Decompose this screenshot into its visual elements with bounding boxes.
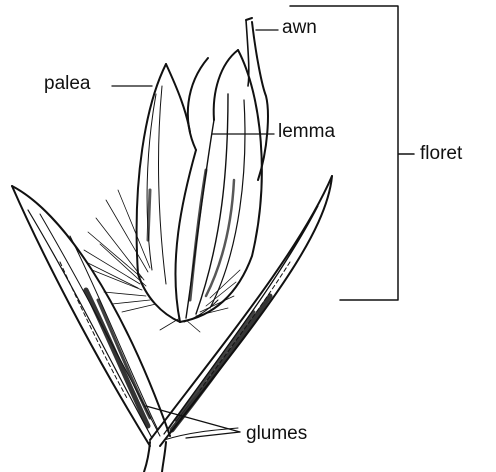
left-glume	[12, 186, 170, 446]
label-palea: palea	[44, 74, 91, 93]
awn	[246, 18, 268, 180]
label-glumes: glumes	[246, 424, 307, 443]
lemma	[175, 50, 261, 322]
palea	[137, 64, 190, 322]
stem	[144, 442, 166, 472]
floret-bracket	[290, 6, 414, 300]
label-lemma: lemma	[278, 122, 335, 141]
label-floret: floret	[420, 144, 462, 163]
label-awn: awn	[282, 18, 317, 37]
